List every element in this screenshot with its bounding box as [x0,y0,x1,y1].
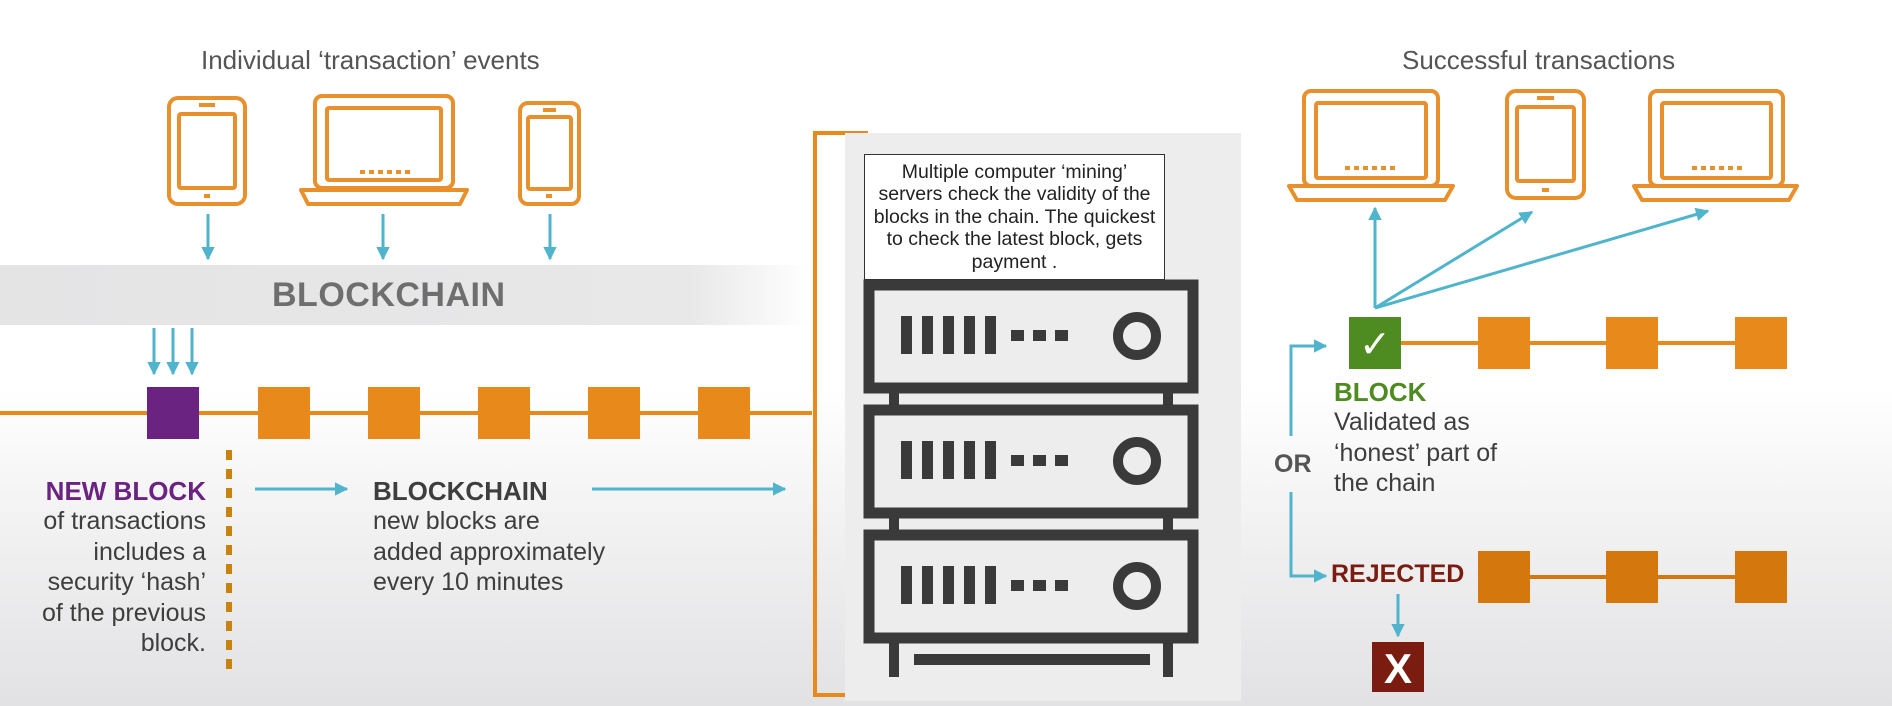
success-arrows [1368,206,1710,310]
blockchain-title: BLOCKCHAIN [373,476,548,506]
laptop-icon [1632,89,1799,202]
mining-description: Multiple computer ‘mining’ servers check… [873,160,1156,273]
blockchain-band [0,265,810,325]
blockchain-band-title: BLOCKCHAIN [272,276,506,314]
valid-block-description: Validated as ‘honest’ part of the chain [1334,408,1498,497]
rejected-chain-block [1478,551,1530,603]
server-rack-icon [863,279,1199,677]
rejected-chain-block [1606,551,1658,603]
chain-block [478,387,530,439]
blockchain-description: new blocks are added approximately every… [373,507,606,596]
valid-block-square [1349,317,1401,369]
valid-block-label: BLOCK Validated as ‘honest’ part of the … [1334,377,1497,499]
tablet-icon [167,96,247,206]
rejected-label: REJECTED [1331,560,1465,588]
new-block-arrows [147,328,199,376]
mining-description-box: Multiple computer ‘mining’ servers check… [864,154,1165,280]
phone-icon [518,101,581,206]
rejected-block-square [1372,642,1424,692]
new-block-description: of transactions includes a security ‘has… [42,507,206,657]
laptop-icon [1287,89,1455,202]
bracket [813,131,868,697]
valid-block-title: BLOCK [1334,377,1427,407]
x-icon: X [1384,645,1412,692]
rejected-chain-block [1735,551,1787,603]
chain-block [698,387,750,439]
source-heading: Individual ‘transaction’ events [201,45,540,75]
chain-block [1735,317,1787,369]
chain-block [258,387,310,439]
chain-block [1478,317,1530,369]
new-block-title: NEW BLOCK [45,476,206,506]
new-block-label: NEW BLOCK of transactions includes a sec… [42,476,206,659]
new-block-square [147,387,199,439]
check-icon: ✓ [1359,322,1391,366]
chain-block [588,387,640,439]
laptop-icon [299,94,469,206]
destination-heading: Successful transactions [1402,45,1676,75]
or-label: OR [1274,450,1312,478]
device-arrows [201,214,557,261]
chain-block [1606,317,1658,369]
blockchain-label: BLOCKCHAIN new blocks are added approxim… [373,476,605,598]
branch-arrows [1289,339,1405,638]
chain-block [368,387,420,439]
tablet-icon [1505,89,1586,200]
